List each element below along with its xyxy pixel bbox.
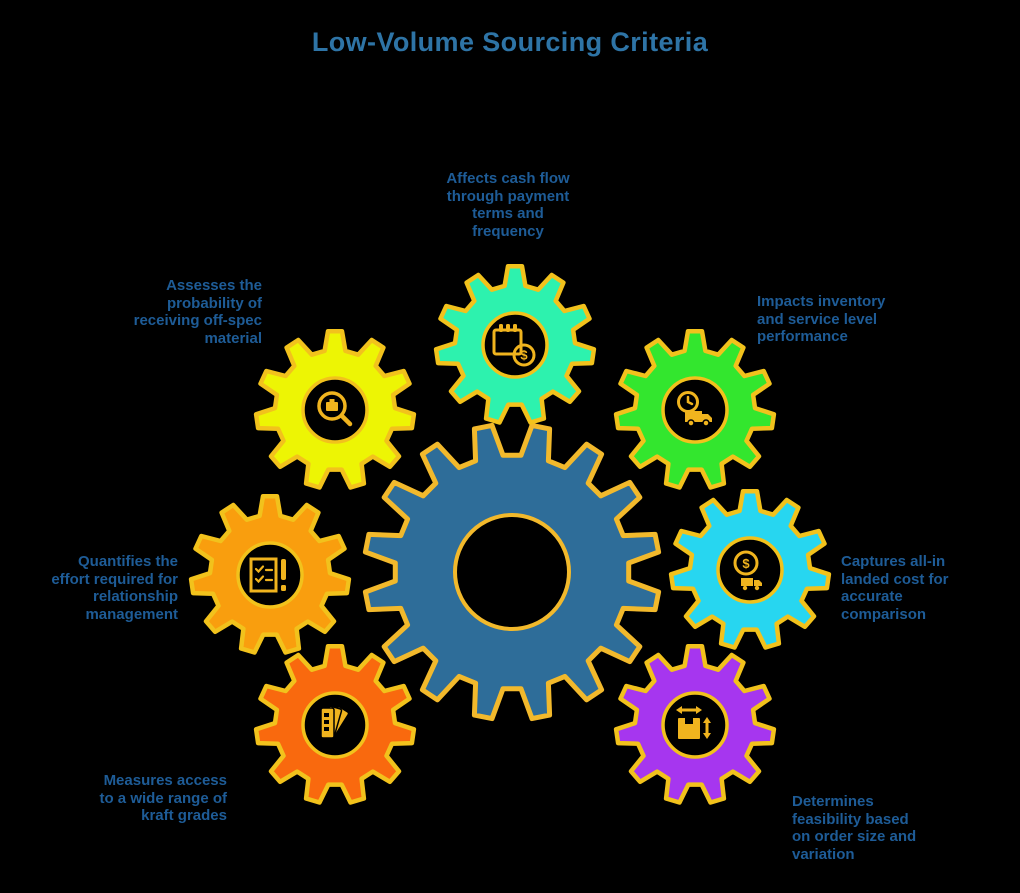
- box-dimensions-icon: [676, 706, 711, 739]
- clock-truck-icon: [677, 391, 712, 427]
- coin-truck-icon: $: [733, 550, 762, 591]
- central-gear-hub: [453, 513, 571, 631]
- gear-off-spec: [253, 329, 417, 490]
- gear-hub: [716, 536, 784, 604]
- gear-payment: $: [433, 264, 597, 425]
- label-inventory: Impacts inventory and service level perf…: [757, 293, 886, 345]
- svg-text:$: $: [742, 556, 750, 571]
- calendar-dollar-icon: $: [492, 324, 536, 367]
- gear-hub: [236, 541, 304, 609]
- swatch-fan-icon: [320, 705, 350, 739]
- central-gear: [362, 422, 662, 722]
- label-order-size: Determines feasibility based on order si…: [792, 793, 917, 863]
- magnifier-box-icon: [317, 391, 353, 427]
- label-landed-cost: Captures all-in landed cost for accurate…: [841, 553, 949, 623]
- page-title: Low-Volume Sourcing Criteria: [311, 27, 709, 57]
- gear-inventory: [613, 329, 777, 490]
- checklist-alert-icon: [249, 557, 286, 593]
- gear-landed-cost: $: [668, 489, 832, 650]
- gear-kraft-grades: [253, 644, 417, 805]
- label-payment: Affects cash flow through payment terms …: [446, 170, 570, 240]
- gear-relationship: [188, 494, 352, 655]
- label-off-spec: Assesses the probability of receiving of…: [133, 277, 262, 347]
- label-relationship: Quantifies the effort required for relat…: [51, 553, 178, 623]
- label-kraft-grades: Measures access to a wide range of kraft…: [99, 772, 227, 824]
- svg-text:$: $: [520, 348, 528, 363]
- gear-order-size: [613, 644, 777, 805]
